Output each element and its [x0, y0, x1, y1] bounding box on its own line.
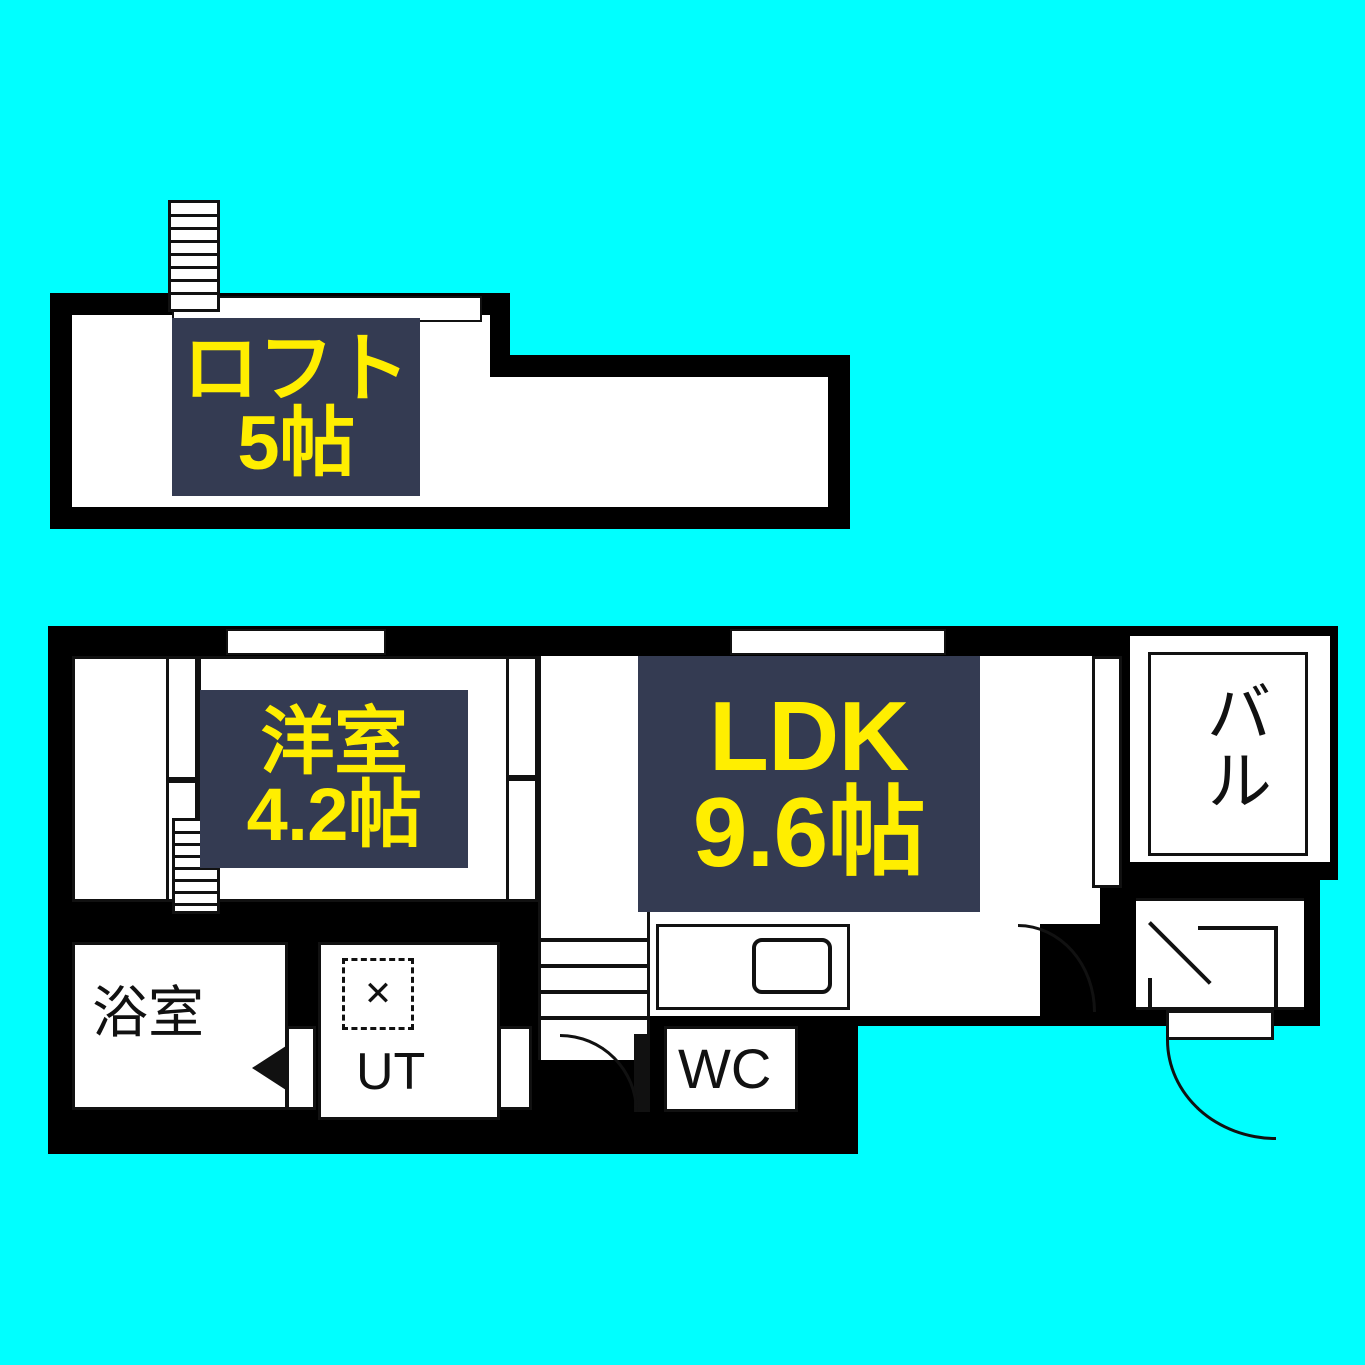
washing-machine-space: ✕: [342, 958, 414, 1030]
hallway-step-line-3: [538, 990, 650, 994]
room-western-edge-bottom: [198, 899, 506, 902]
bathroom-door-frame: [286, 1026, 316, 1110]
room-partition-leaf-lower: [506, 778, 538, 902]
hallway-step-line-4: [538, 1016, 650, 1020]
balcony-label: バル: [1197, 678, 1271, 814]
loft-window: [172, 296, 482, 322]
room-label-western: 洋室 4.2帖: [200, 690, 468, 868]
balcony-rail: [1148, 652, 1308, 856]
room-partition-leaf-upper: [506, 656, 538, 778]
ldk-area: 9.6帖: [692, 777, 926, 887]
shoe-cabinet-left: [1148, 978, 1152, 1010]
closet-door-leaf-upper: [166, 656, 198, 780]
toilet-label: WC: [678, 1037, 772, 1100]
entrance-door-arc: [1166, 1040, 1276, 1140]
closet: [72, 656, 172, 902]
shoe-cabinet-top: [1198, 926, 1278, 930]
hallway-step-line-1: [538, 938, 650, 942]
kitchen-sink: [752, 938, 832, 994]
genkan-floor: [1136, 898, 1304, 1010]
utility-door-leaf: [498, 1026, 532, 1110]
genkan-edge-bottom: [1136, 1007, 1304, 1010]
loft-area: 5帖: [237, 401, 355, 486]
ldk-balcony-sash: [1092, 656, 1122, 888]
hallway-edge-left: [538, 656, 541, 1060]
washer-x-icon: ✕: [363, 975, 393, 1013]
loft-interior-right: [490, 377, 828, 507]
bathroom-door-marker: [252, 1046, 286, 1090]
room-western-edge-left: [198, 656, 201, 902]
room-toilet: [664, 1026, 798, 1112]
hallway-step-line-2: [538, 964, 650, 968]
utility-label: UT: [356, 1043, 426, 1101]
hallway-floor: [538, 656, 650, 1060]
shoe-cabinet-right: [1274, 926, 1278, 1008]
loft-ladder: [168, 200, 220, 312]
ldk-name: LDK: [709, 680, 909, 791]
room-label-loft: ロフト 5帖: [172, 318, 420, 496]
bathroom-label: 浴室: [92, 981, 204, 1044]
loft-name: ロフト: [182, 326, 410, 412]
window-north-left: [226, 629, 386, 655]
genkan-edge-top: [1136, 898, 1304, 901]
western-room-name: 洋室: [260, 700, 409, 784]
room-label-ldk: LDK 9.6帖: [638, 656, 980, 912]
window-north-right: [730, 629, 946, 655]
hallway-door-leaf: [634, 1034, 650, 1112]
room-western-edge-top: [198, 656, 506, 659]
entrance-door-leaf: [1166, 1010, 1274, 1040]
western-room-area: 4.2帖: [246, 773, 422, 856]
